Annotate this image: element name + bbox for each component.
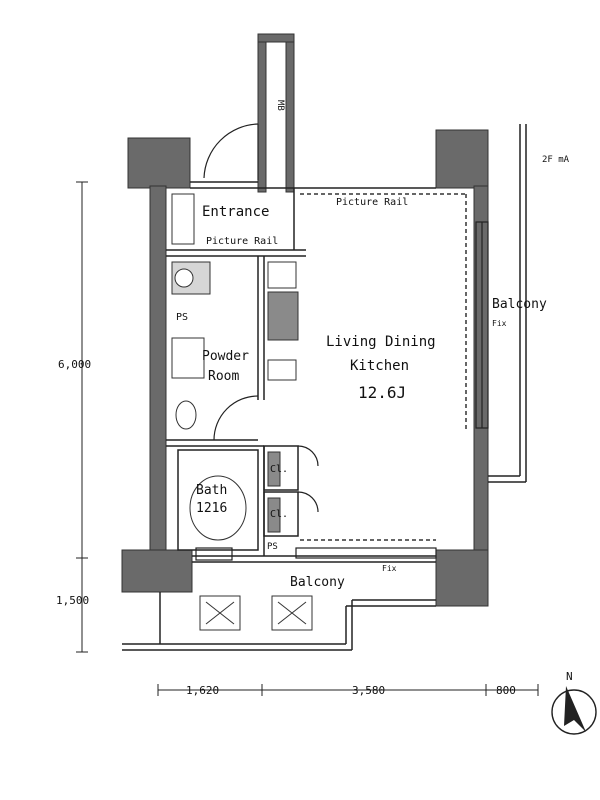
dim-vertical-balcony: 1,500: [56, 594, 89, 607]
toilet: [175, 400, 197, 430]
label-bath-2: 1216: [196, 501, 227, 516]
dimension-labels: 6,000 1,500 1,620 3,580 800: [56, 358, 516, 697]
compass: N: [551, 670, 597, 735]
pillar-bottom-right: [435, 549, 489, 607]
mb-wall-left: [257, 35, 267, 193]
label-ps-1: PS: [176, 312, 188, 323]
dim-horizontal-2: 3,580: [352, 684, 385, 697]
picture-rails: [300, 193, 467, 541]
mb-wall-top: [257, 33, 295, 43]
windows: [195, 221, 489, 561]
label-closet-1: Cl.: [270, 464, 288, 475]
dimension-lines: [76, 181, 539, 696]
room-labels: Entrance Picture Rail Picture Rail Powde…: [176, 100, 570, 590]
label-picture-rail-top: Picture Rail: [336, 197, 408, 208]
pillar-bottom-left: [121, 549, 193, 593]
label-entrance: Entrance: [202, 204, 269, 220]
label-fix-1: Fix: [492, 319, 507, 328]
cooktop: [267, 359, 297, 381]
wall-left: [149, 185, 167, 563]
label-balcony-bottom: Balcony: [290, 575, 345, 590]
bathtub: [189, 475, 247, 541]
refrigerator-space: [267, 261, 297, 289]
closet-fill-2: [267, 497, 281, 533]
pillar-top-right: [435, 129, 489, 189]
label-ldk-size: 12.6J: [358, 383, 406, 402]
dim-horizontal-1: 1,620: [186, 684, 219, 697]
label-closet-2: Cl.: [270, 509, 288, 520]
walls: [121, 33, 489, 607]
compass-ring: [551, 689, 597, 735]
label-bath-1: Bath: [196, 483, 227, 498]
label-ps-2: PS: [267, 542, 278, 552]
label-floor: 2F mA: [542, 155, 570, 165]
label-ldk-2: Kitchen: [350, 358, 409, 374]
washer-drum: [174, 268, 194, 288]
label-powder-room-2: Room: [208, 369, 239, 384]
label-mb: MB: [275, 100, 285, 111]
mb-wall-right: [285, 35, 295, 193]
pillar-top-left: [127, 137, 191, 189]
fixtures: [171, 193, 313, 631]
label-powder-room-1: Powder: [202, 349, 249, 364]
compass-north-label: N: [566, 670, 573, 683]
kitchen-sink: [267, 291, 299, 341]
label-balcony-side: Balcony: [492, 297, 547, 312]
north-arrow-icon: [564, 686, 586, 732]
outlines: [122, 124, 527, 651]
label-fix-2: Fix: [382, 564, 397, 573]
door-swings: [203, 123, 319, 513]
sink-vanity: [171, 337, 205, 379]
dim-vertical-main: 6,000: [58, 358, 91, 371]
shoe-cabinet: [171, 193, 195, 245]
closet-fill-1: [267, 451, 281, 487]
label-picture-rail-entrance: Picture Rail: [206, 236, 278, 247]
dim-horizontal-3: 800: [496, 684, 516, 697]
label-ldk-1: Living Dining: [326, 334, 436, 350]
